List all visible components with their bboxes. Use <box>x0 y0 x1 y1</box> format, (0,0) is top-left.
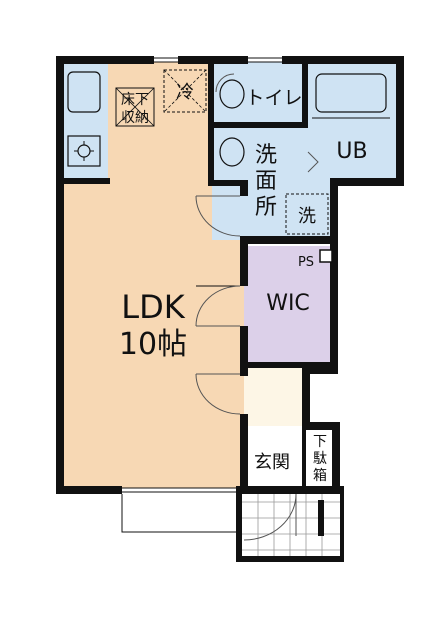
entrance-floor <box>244 426 304 484</box>
stove-icon <box>67 135 101 167</box>
sink-icon <box>67 71 101 113</box>
shoe-box-floor <box>306 426 336 486</box>
toilet-label: トイレ <box>245 87 302 109</box>
washer-space <box>285 193 329 235</box>
washbasin-icon <box>219 137 245 167</box>
toilet-bowl-icon <box>219 79 245 109</box>
doors <box>195 73 319 541</box>
floor-storage-box <box>115 87 155 127</box>
entrance-label: 玄関 <box>254 452 290 473</box>
wic-label: WIC <box>266 291 310 316</box>
porch-tiles <box>242 494 340 556</box>
fridge-space <box>163 69 207 113</box>
hall-floor <box>244 368 304 426</box>
washroom-label-1: 洗 <box>255 143 277 168</box>
floor-storage-label-1: 床下 <box>121 92 149 108</box>
floor-storage-label-2: 収納 <box>121 110 149 126</box>
shoe-box-label-1: 下 <box>313 434 327 450</box>
washroom-label-2: 面 <box>255 169 277 194</box>
ps-label: PS <box>298 255 314 270</box>
washroom-label-3: 所 <box>255 195 277 220</box>
porch-post <box>318 500 324 536</box>
ldk-label: LDK <box>121 288 185 326</box>
bathtub-icon <box>315 73 387 113</box>
walls <box>56 56 404 562</box>
shoe-box-label-3: 箱 <box>313 468 327 484</box>
wic-floor <box>244 246 332 364</box>
fridge-label: 冷 <box>176 82 194 103</box>
shoe-box-label-2: 駄 <box>313 451 327 467</box>
ps-box <box>319 249 333 263</box>
windows <box>121 57 282 533</box>
ldk-size-label: 10帖 <box>119 327 187 362</box>
washer-label: 洗 <box>298 206 316 227</box>
ub-label: UB <box>336 139 367 164</box>
